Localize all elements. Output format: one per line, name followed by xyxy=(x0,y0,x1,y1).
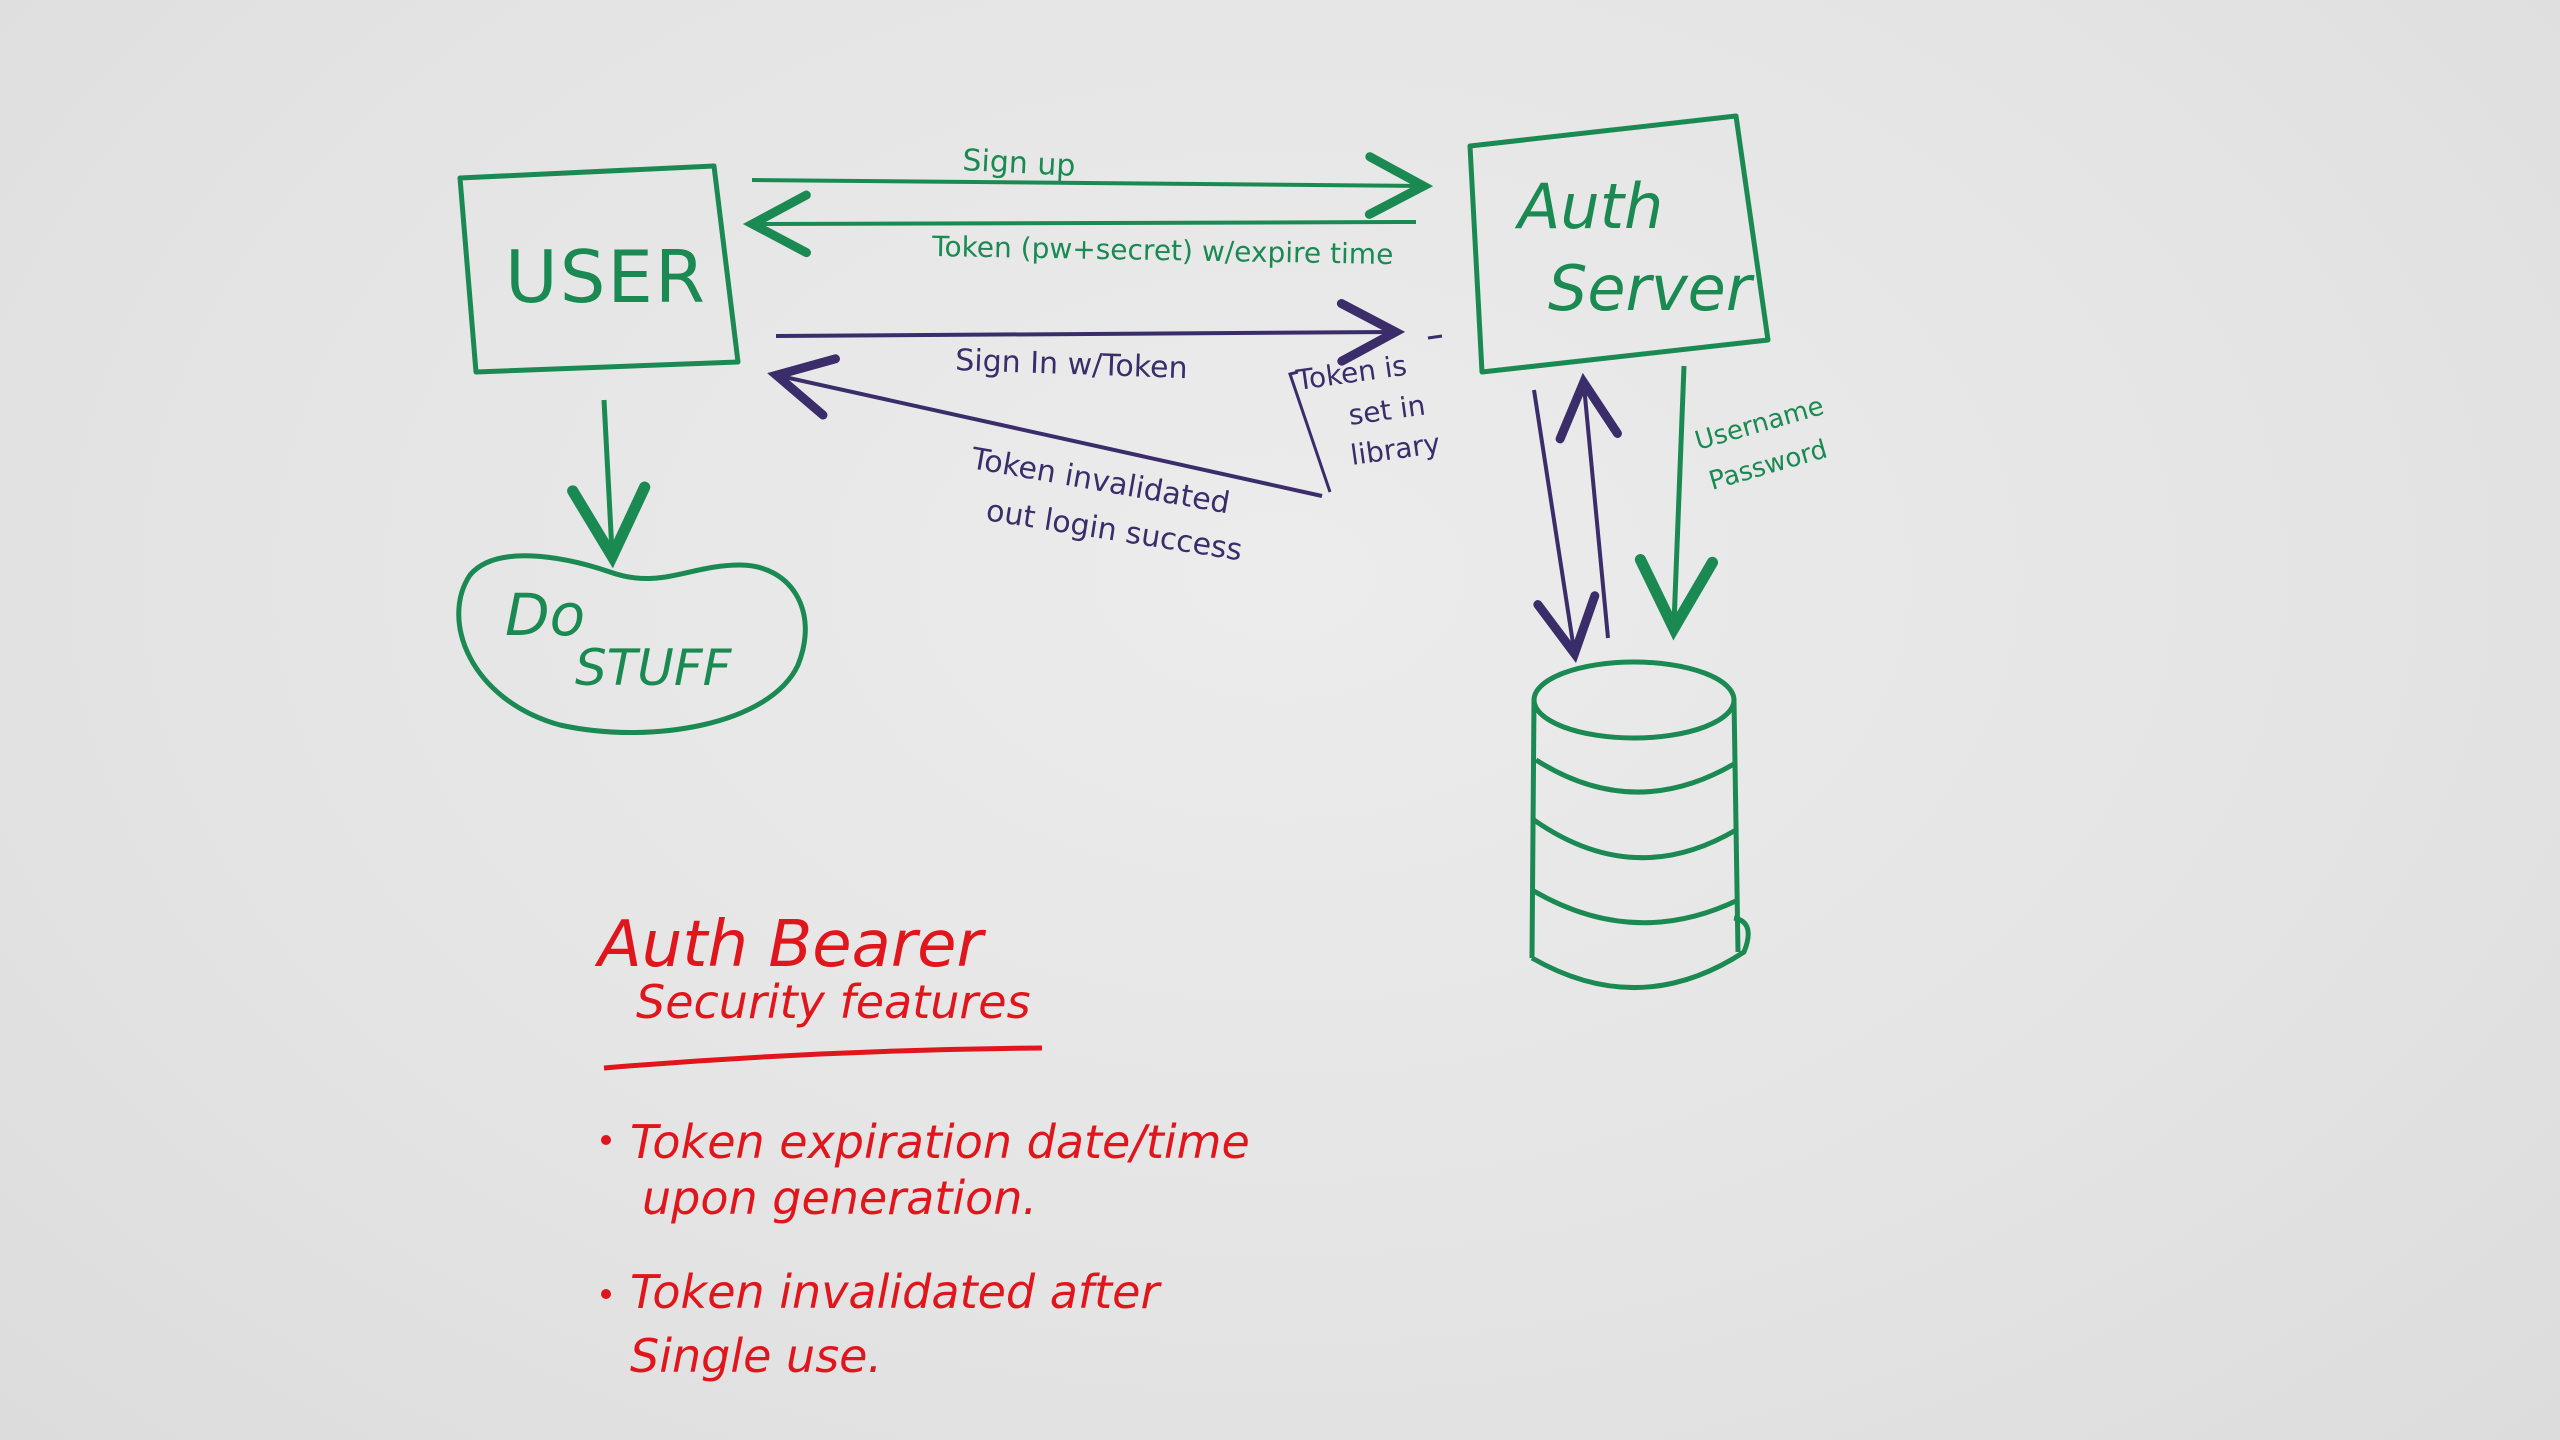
bullet1-line1: Token expiration date/time xyxy=(630,1115,1250,1169)
signup-arrow xyxy=(751,152,1434,219)
user-node: USER xyxy=(457,163,741,375)
notes-title-line1: Auth Bearer xyxy=(594,908,987,982)
user-box xyxy=(457,163,741,375)
do-stuff-label-line1: Do xyxy=(505,581,585,649)
signup-label: Sign up xyxy=(962,143,1077,184)
notes-underline xyxy=(603,1045,1043,1071)
do-stuff-blob xyxy=(456,553,808,735)
db-ring-3 xyxy=(1530,887,1740,926)
bullet2-line1: Token invalidated after xyxy=(630,1265,1162,1319)
token-response-arrow xyxy=(742,190,1417,258)
bullet1-line2: upon generation. xyxy=(642,1171,1037,1225)
token-invalidated-arrow xyxy=(767,354,1323,498)
db-ring-2 xyxy=(1532,817,1738,861)
username-password-arrow xyxy=(1634,365,1719,641)
db-left-side xyxy=(1529,699,1537,959)
user-to-dostuff-arrow xyxy=(567,399,651,569)
token-set-bracket-right xyxy=(1427,334,1443,340)
bullet2-line2: Single use. xyxy=(630,1329,882,1383)
security-notes: Auth Bearer Security features Token expi… xyxy=(594,908,1250,1383)
auth-server-box xyxy=(1467,113,1771,375)
database-icon xyxy=(1529,659,1751,990)
signin-label: Sign In w/Token xyxy=(955,343,1188,386)
user-label: USER xyxy=(505,235,707,319)
signin-arrow xyxy=(775,299,1406,366)
token-set-label-line1: Token is xyxy=(1293,349,1408,397)
db-right-side xyxy=(1731,699,1741,953)
db-to-server-purple-arrow xyxy=(1555,372,1622,639)
do-stuff-label-line2: STUFF xyxy=(575,639,733,697)
auth-server-label-line2: Server xyxy=(1548,252,1755,325)
auth-server-node: Auth Server xyxy=(1467,113,1771,375)
token-set-annotation: Token is set in library xyxy=(1288,334,1443,493)
db-ring-1 xyxy=(1534,757,1736,795)
bullet-dot-1 xyxy=(601,1135,611,1145)
db-top xyxy=(1531,659,1737,741)
token-response-label: Token (pw+secret) w/expire time xyxy=(931,230,1394,271)
do-stuff-node: Do STUFF xyxy=(456,553,808,735)
token-set-bracket xyxy=(1288,370,1332,493)
notes-title-line2: Security features xyxy=(636,975,1031,1029)
auth-server-label-line1: Auth xyxy=(1514,170,1663,243)
token-set-label-line3: library xyxy=(1348,427,1442,472)
token-set-label-line2: set in xyxy=(1346,389,1427,432)
bullet-dot-2 xyxy=(601,1289,611,1299)
db-bottom xyxy=(1530,915,1751,990)
server-to-db-purple-arrow xyxy=(1532,389,1600,664)
